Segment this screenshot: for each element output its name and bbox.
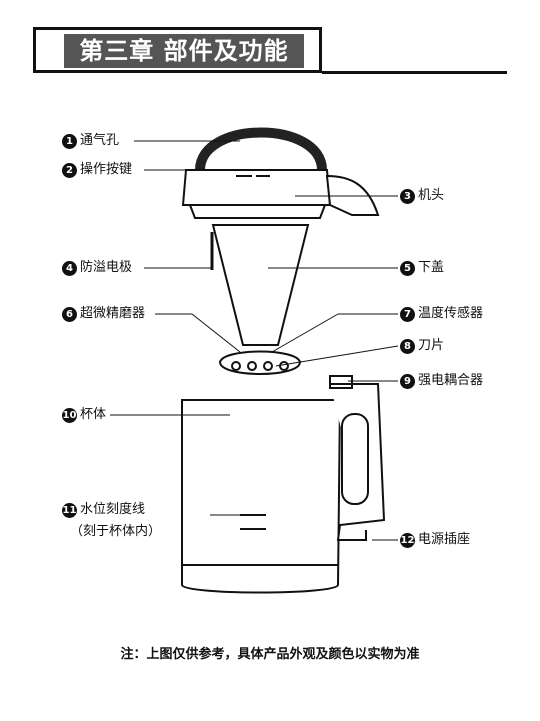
lower-cover <box>211 224 310 346</box>
jug-handle <box>330 383 386 541</box>
scale-note: （刻于杯体内） <box>70 524 162 539</box>
head-handle <box>195 127 327 171</box>
header-rule <box>322 71 507 74</box>
head-base <box>188 204 327 219</box>
jug-handle-grip <box>341 413 369 505</box>
chapter-title: 第三章 部件及功能 <box>64 34 304 68</box>
chapter-header: 第三章 部件及功能 <box>33 27 322 73</box>
jug-body <box>181 399 342 594</box>
coupler <box>329 375 353 389</box>
grinder <box>218 350 302 375</box>
head-handle-inner <box>213 143 309 169</box>
footnote: 注：上图仅供参考，具体产品外观及颜色以实物为准 <box>120 647 420 662</box>
